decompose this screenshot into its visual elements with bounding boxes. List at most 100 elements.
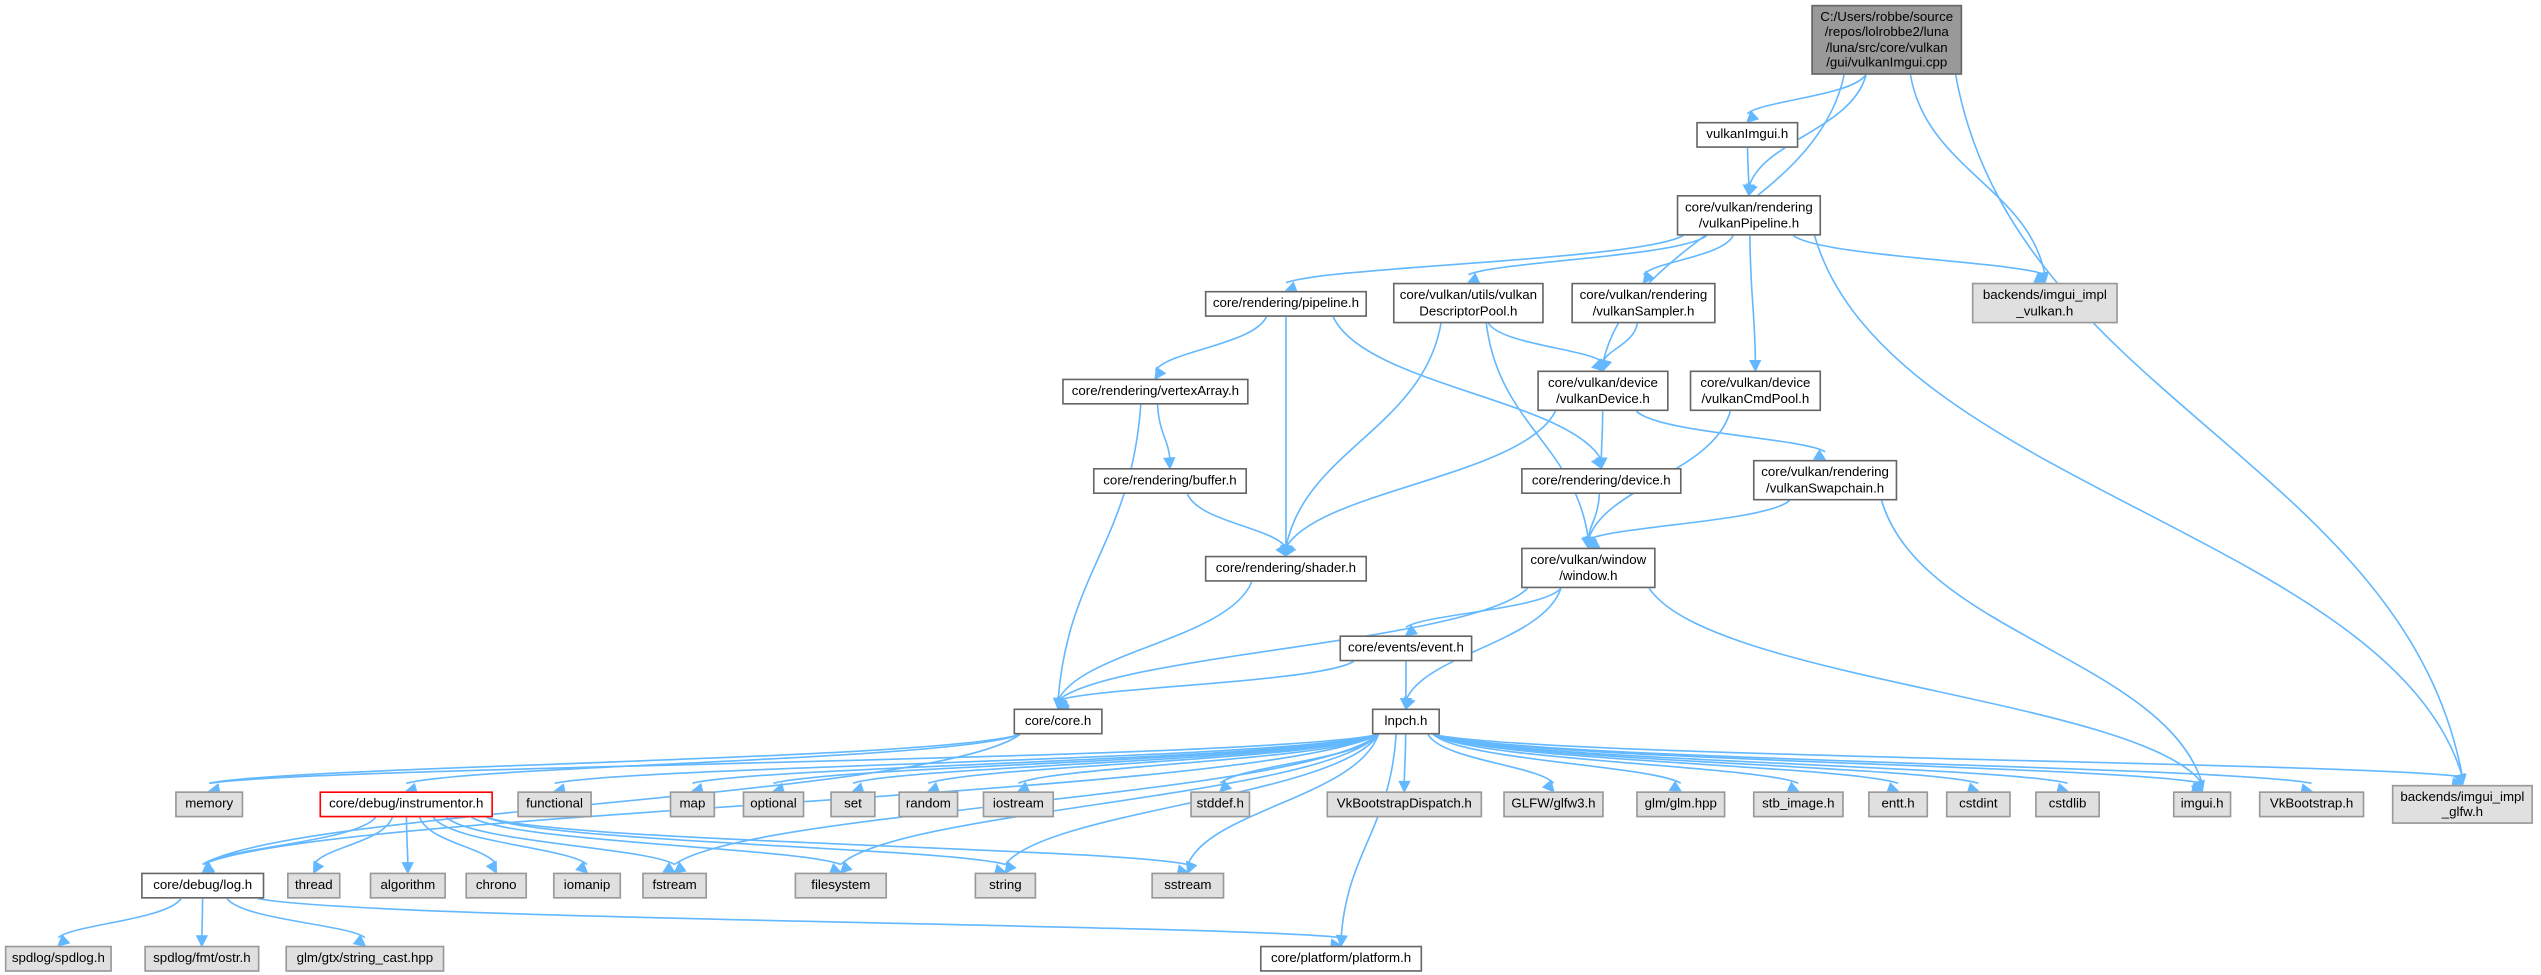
node-label-line: map xyxy=(679,796,706,812)
node-label-line: cstdint xyxy=(1959,796,1998,812)
node-stb-image-h: stb_image.h xyxy=(1752,791,1844,818)
edge-arrowhead xyxy=(1812,449,1827,461)
edge-arrowhead xyxy=(1591,358,1605,372)
edge-log_h-to-ostr_h xyxy=(201,898,204,938)
node-label-line: string xyxy=(989,878,1022,893)
node-label-line: core/vulkan/device xyxy=(1547,375,1658,391)
node-label-line: core/vulkan/rendering xyxy=(1579,287,1708,303)
edge-arrowhead xyxy=(662,861,677,874)
node-label-line: algorithm xyxy=(380,878,436,893)
node-label-line: _glfw.h xyxy=(2441,804,2484,819)
node-label-line: chrono xyxy=(475,878,517,893)
node-rendering-device-h[interactable]: core/rendering/device.h xyxy=(1521,468,1682,494)
node-label-line: set xyxy=(844,796,862,812)
node-label-line: iomanip xyxy=(563,878,611,893)
edge-lnpch_h-to-entt_h xyxy=(1433,733,1899,785)
node-label-line: core/debug/log.h xyxy=(153,878,253,893)
node-label-line: /window.h xyxy=(1559,567,1618,583)
edge-arrowhead xyxy=(352,934,367,947)
node-fstream: fstream xyxy=(642,872,708,899)
edge-instrumentor_h-to-iomanip xyxy=(432,816,588,866)
node-label-line: /vulkanPipeline.h xyxy=(1698,215,1800,230)
edge-log_h-to-string_cast_hpp xyxy=(226,898,366,939)
edge-lnpch_h-to-filesystem xyxy=(840,733,1379,866)
node-filesystem: filesystem xyxy=(794,872,888,899)
edge-instrumentor_h-to-thread xyxy=(313,817,394,865)
node-ostr-h: spdlog/fmt/ostr.h xyxy=(144,945,260,972)
node-label-line: thread xyxy=(294,878,333,893)
edge-window_h-to-core_h xyxy=(1057,587,1529,701)
edge-event_h-to-core_h xyxy=(1057,660,1355,702)
node-log-h[interactable]: core/debug/log.h xyxy=(141,872,265,899)
edge-core_h-to-log_h xyxy=(202,733,1021,866)
edge-lnpch_h-to-optional xyxy=(773,733,1379,785)
edge-log_h-to-spdlog_h xyxy=(57,898,182,939)
node-memory: memory xyxy=(175,791,244,818)
edge-lnpch_h-to-sstream xyxy=(1187,734,1380,865)
node-label-line: spdlog/spdlog.h xyxy=(11,951,105,966)
node-rendering-pipeline-h[interactable]: core/rendering/pipeline.h xyxy=(1204,290,1368,317)
node-vulkanSwapchain-h[interactable]: core/vulkan/rendering/vulkanSwapchain.h xyxy=(1752,459,1898,501)
node-label-line: /gui/vulkanImgui.cpp xyxy=(1826,54,1948,70)
edge-vulkanDescriptorPool_h-to-vulkanDevice_h xyxy=(1487,322,1604,364)
edge-root-to-vulkanPipeline_h xyxy=(1748,74,1867,188)
edge-window_h-to-lnpch_h xyxy=(1405,587,1562,701)
edge-arrowhead xyxy=(57,934,71,947)
edge-window_h-to-event_h xyxy=(1405,587,1562,628)
node-label-line: core/vulkan/rendering xyxy=(1761,465,1889,480)
edge-arrowhead xyxy=(312,860,325,875)
node-shader-h[interactable]: core/rendering/shader.h xyxy=(1204,555,1368,582)
node-core-h[interactable]: core/core.h xyxy=(1013,708,1103,735)
edge-vertexArray_h-to-buffer_h xyxy=(1156,404,1171,460)
edge-instrumentor_h-to-algorithm xyxy=(405,817,409,865)
edge-arrowhead xyxy=(1404,624,1419,637)
node-instrumentor-h[interactable]: core/debug/instrumentor.h xyxy=(319,791,493,818)
node-vulkanSampler-h[interactable]: core/vulkan/rendering/vulkanSampler.h xyxy=(1571,282,1716,324)
node-vulkanImgui-h[interactable]: vulkanImgui.h xyxy=(1696,121,1799,148)
node-root[interactable]: C:/Users/robbe/source/repos/lolrobbe2/lu… xyxy=(1811,4,1963,75)
edge-vulkanPipeline_h-to-rendering_pipeline_h xyxy=(1285,234,1684,284)
node-event-h[interactable]: core/events/event.h xyxy=(1339,635,1473,662)
edge-vulkanSwapchain_h-to-imgui_h xyxy=(1880,500,2203,784)
node-label-line: GLFW/glfw3.h xyxy=(1511,796,1596,812)
node-vulkanCmdPool-h[interactable]: core/vulkan/device/vulkanCmdPool.h xyxy=(1689,370,1822,412)
edge-arrowhead xyxy=(195,935,209,948)
edge-vulkanImgui_h-to-vulkanPipeline_h xyxy=(1746,147,1750,187)
node-label-line: core/vulkan/window xyxy=(1530,552,1647,568)
node-platform-h[interactable]: core/platform/platform.h xyxy=(1259,945,1423,972)
edge-vulkanPipeline_h-to-vulkanDescriptorPool_h xyxy=(1468,234,1708,276)
node-lnpch-h[interactable]: lnpch.h xyxy=(1371,708,1440,735)
edge-arrowhead xyxy=(575,860,589,874)
edge-lnpch_h-to-glm_hpp xyxy=(1432,733,1682,784)
edge-arrowhead xyxy=(1399,697,1413,711)
edge-instrumentor_h-to-log_h xyxy=(202,816,377,866)
node-imgui-impl-glfw: backends/imgui_impl_glfw.h xyxy=(2391,784,2533,824)
edge-lnpch_h-to-VkBootstrapDispatch_h xyxy=(1403,734,1407,784)
node-string: string xyxy=(974,872,1037,899)
node-VkBootstrap-h: VkBootstrap.h xyxy=(2258,791,2365,818)
node-vulkanDevice-h[interactable]: core/vulkan/device/vulkanDevice.h xyxy=(1537,370,1669,412)
edge-arrowhead xyxy=(1004,860,1017,875)
node-imgui-impl-vulkan: backends/imgui_impl_vulkan.h xyxy=(1971,282,2118,324)
edge-arrowhead xyxy=(1749,359,1762,373)
node-iostream: iostream xyxy=(982,791,1055,818)
node-window-h[interactable]: core/vulkan/window/window.h xyxy=(1521,547,1656,589)
edge-instrumentor_h-to-chrono xyxy=(418,817,497,865)
edge-lnpch_h-to-stb_image_h xyxy=(1433,733,1799,784)
node-vulkanPipeline-h[interactable]: core/vulkan/rendering/vulkanPipeline.h xyxy=(1676,195,1822,236)
node-label-line: core/vulkan/device xyxy=(1700,375,1811,391)
edge-arrowhead xyxy=(1595,457,1608,470)
edge-rendering_pipeline_h-to-vertexArray_h xyxy=(1154,316,1268,372)
node-label-line: vulkanImgui.h xyxy=(1706,127,1789,142)
edge-arrowhead xyxy=(201,861,215,874)
node-label-line: core/events/event.h xyxy=(1347,640,1464,656)
node-string-cast-hpp: glm/gtx/string_cast.hpp xyxy=(285,945,445,972)
node-buffer-h[interactable]: core/rendering/buffer.h xyxy=(1092,468,1248,494)
node-vertexArray-h[interactable]: core/rendering/vertexArray.h xyxy=(1062,378,1249,405)
edge-arrowhead xyxy=(1600,358,1612,373)
edge-vulkanDevice_h-to-vulkanSwapchain_h xyxy=(1635,410,1826,453)
node-label-line: /luna/src/core/vulkan xyxy=(1825,39,1948,55)
edge-window_h-to-imgui_h xyxy=(1648,587,2203,784)
edge-vulkanPipeline_h-to-vulkanSampler_h xyxy=(1642,235,1734,276)
